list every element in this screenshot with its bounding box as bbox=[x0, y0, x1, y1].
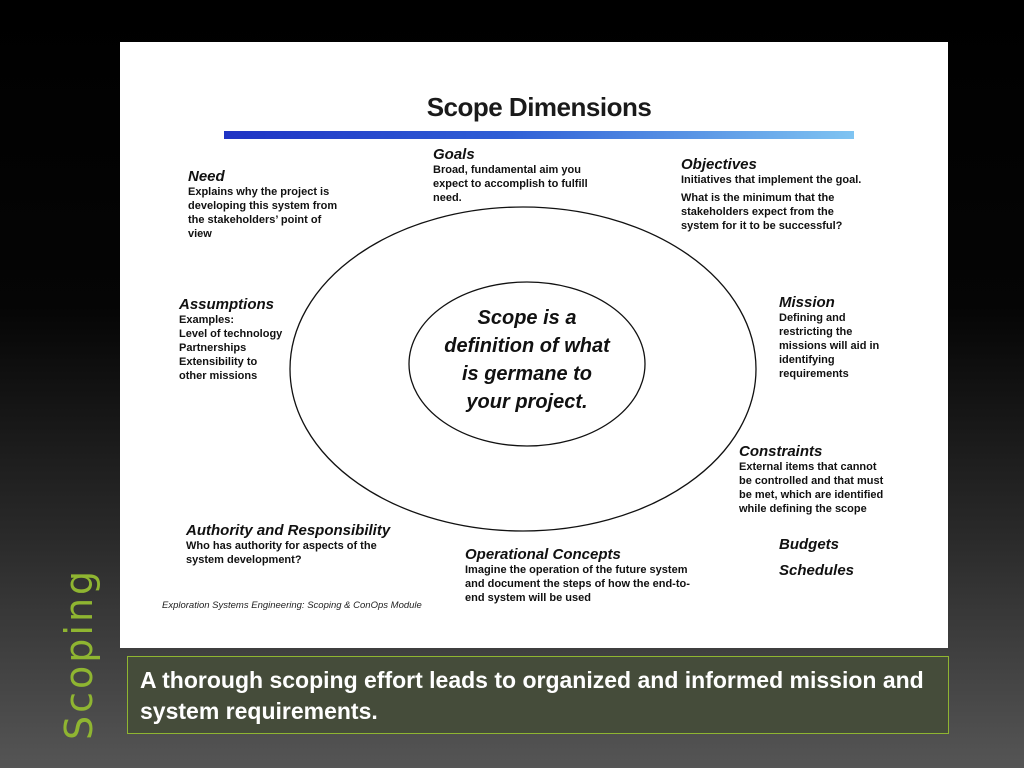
objectives-block: Objectives Initiatives that implement th… bbox=[681, 156, 921, 233]
need-text: Explains why the project is developing t… bbox=[188, 186, 338, 240]
authority-block: Authority and Responsibility Who has aut… bbox=[186, 522, 446, 567]
constraints-block: Constraints External items that cannot b… bbox=[739, 443, 939, 516]
center-statement: Scope is a definition of what is germane… bbox=[444, 307, 610, 413]
objectives-text: Initiatives that implement the goal. bbox=[681, 174, 862, 186]
operational-heading: Operational Concepts bbox=[465, 546, 621, 563]
scope-ellipses bbox=[289, 206, 757, 532]
schedules-heading: Schedules bbox=[779, 562, 855, 579]
operational-concepts-block: Operational Concepts Imagine the operati… bbox=[465, 546, 745, 605]
constraints-heading: Constraints bbox=[739, 443, 823, 460]
operational-text: Imagine the operation of the future syst… bbox=[465, 564, 690, 604]
diagram-title: Scope Dimensions bbox=[426, 92, 652, 122]
schedules-block: Schedules bbox=[779, 562, 854, 579]
authority-text: Who has authority for aspects of the sys… bbox=[186, 540, 377, 566]
need-heading: Need bbox=[188, 168, 225, 185]
mission-text: Defining and restricting the missions wi… bbox=[779, 312, 880, 380]
objectives-text-2: What is the minimum that the stakeholder… bbox=[681, 192, 843, 232]
mission-block: Mission Defining and restricting the mis… bbox=[779, 294, 929, 381]
goals-text: Broad, fundamental aim you expect to acc… bbox=[433, 164, 588, 204]
goals-block: Goals Broad, fundamental aim you expect … bbox=[433, 146, 663, 205]
scope-dimensions-diagram: Scope Dimensions Scope is a definition o… bbox=[120, 42, 948, 648]
source-note: Exploration Systems Engineering: Scoping… bbox=[162, 600, 422, 611]
budgets-heading: Budgets bbox=[779, 536, 839, 553]
authority-heading: Authority and Responsibility bbox=[186, 522, 391, 539]
assumptions-block: Assumptions Examples: Level of technolog… bbox=[179, 296, 319, 383]
need-block: Need Explains why the project is develop… bbox=[188, 168, 398, 241]
assumptions-heading: Assumptions bbox=[179, 296, 275, 313]
objectives-heading: Objectives bbox=[681, 156, 757, 173]
mission-heading: Mission bbox=[779, 294, 835, 311]
goals-heading: Goals bbox=[433, 146, 475, 163]
constraints-text: External items that cannot be controlled… bbox=[739, 461, 884, 515]
budgets-block: Budgets bbox=[779, 536, 839, 553]
outer-ellipse bbox=[289, 206, 757, 532]
slide-side-title: Scoping bbox=[57, 567, 101, 740]
inner-ellipse bbox=[408, 281, 646, 447]
slide-caption: A thorough scoping effort leads to organ… bbox=[127, 656, 949, 734]
assumptions-text: Examples: Level of technology Partnershi… bbox=[179, 314, 283, 382]
title-gradient-bar bbox=[224, 131, 854, 139]
